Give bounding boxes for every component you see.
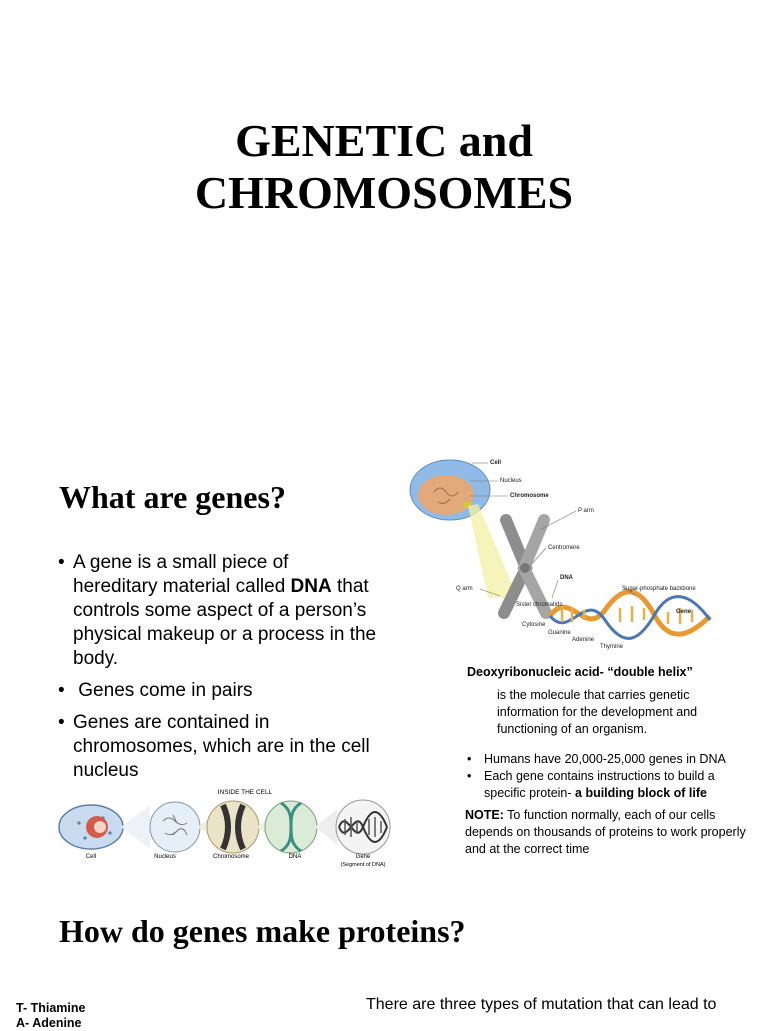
bullet-chromosomes: Genes are contained in chromosomes, whic… (58, 711, 378, 783)
label-gene: Gene (676, 609, 692, 615)
label-nucleus: Nucleus (154, 854, 176, 860)
dna-chromosome-diagram: Cell Nucleus Chromosome P arm Centromere… (409, 459, 712, 650)
cell-nucleus-image (409, 459, 491, 521)
label-cytosine: Cytosine (522, 622, 546, 628)
label-nucleus: Nucleus (500, 478, 522, 484)
label-centromere: Centromere (548, 545, 580, 551)
dna-description: is the molecule that carries genetic inf… (497, 688, 698, 736)
label-cell: Cell (490, 460, 501, 466)
base-t: T- Thiamine (16, 1001, 86, 1015)
label-dna: DNA (560, 575, 574, 581)
dna-facts-list: Humans have 20,000-25,000 genes in DNA E… (464, 751, 754, 802)
gene-image (315, 799, 391, 855)
dna-heading: Deoxyribonucleic acid- “double helix” (467, 665, 693, 679)
mutation-text: There are three types of mutation that c… (366, 996, 717, 1013)
double-helix-image (547, 589, 712, 640)
inside-cell-title: INSIDE THE CELL (218, 789, 273, 796)
fact-protein-instructions: Each gene contains instructions to build… (464, 768, 754, 802)
dna-image (257, 800, 318, 854)
label-sugar-phosphate: Sugar-phosphate backbone (622, 586, 696, 592)
label-dna: DNA (289, 854, 302, 860)
label-q-arm: Q arm (456, 586, 473, 592)
label-chromosome: Chromosome (510, 493, 549, 499)
genes-heading: What are genes? (59, 479, 286, 515)
genes-bullet-list: A gene is a small piece of hereditary ma… (58, 551, 378, 791)
fact-genes-count: Humans have 20,000-25,000 genes in DNA (464, 751, 754, 768)
label-guanine: Guanine (548, 630, 571, 636)
label-gene: Gene (356, 854, 371, 860)
page-title: GENETIC and CHROMOSOMES (0, 115, 768, 219)
chromosome-image (198, 800, 260, 854)
label-cell: Cell (86, 854, 96, 860)
chromosome-x-image (498, 514, 552, 619)
label-chromosome: Chromosome (213, 854, 250, 860)
nucleus-image (121, 801, 201, 853)
inside-cell-diagram: INSIDE THE CELL Cell Nucleus Chromosome … (58, 789, 391, 868)
bullet-pairs: Genes come in pairs (58, 679, 378, 703)
title-line-2: CHROMOSOMES (194, 167, 574, 218)
note-text: NOTE: To function normally, each of our … (465, 808, 746, 856)
label-sister-chromatids: Sister chromatids (516, 602, 562, 608)
base-pair-list: T- Thiamine A- Adenine (16, 1001, 85, 1031)
label-gene-sub: (Segment of DNA) (341, 862, 386, 868)
bullet-gene-definition: A gene is a small piece of hereditary ma… (58, 551, 378, 671)
proteins-heading: How do genes make proteins? (59, 913, 466, 949)
label-p-arm: P arm (578, 508, 594, 514)
label-adenine: Adenine (572, 637, 595, 643)
cell-image (58, 804, 124, 850)
title-line-1: GENETIC and (235, 115, 533, 166)
label-thymine: Thymine (600, 644, 624, 650)
